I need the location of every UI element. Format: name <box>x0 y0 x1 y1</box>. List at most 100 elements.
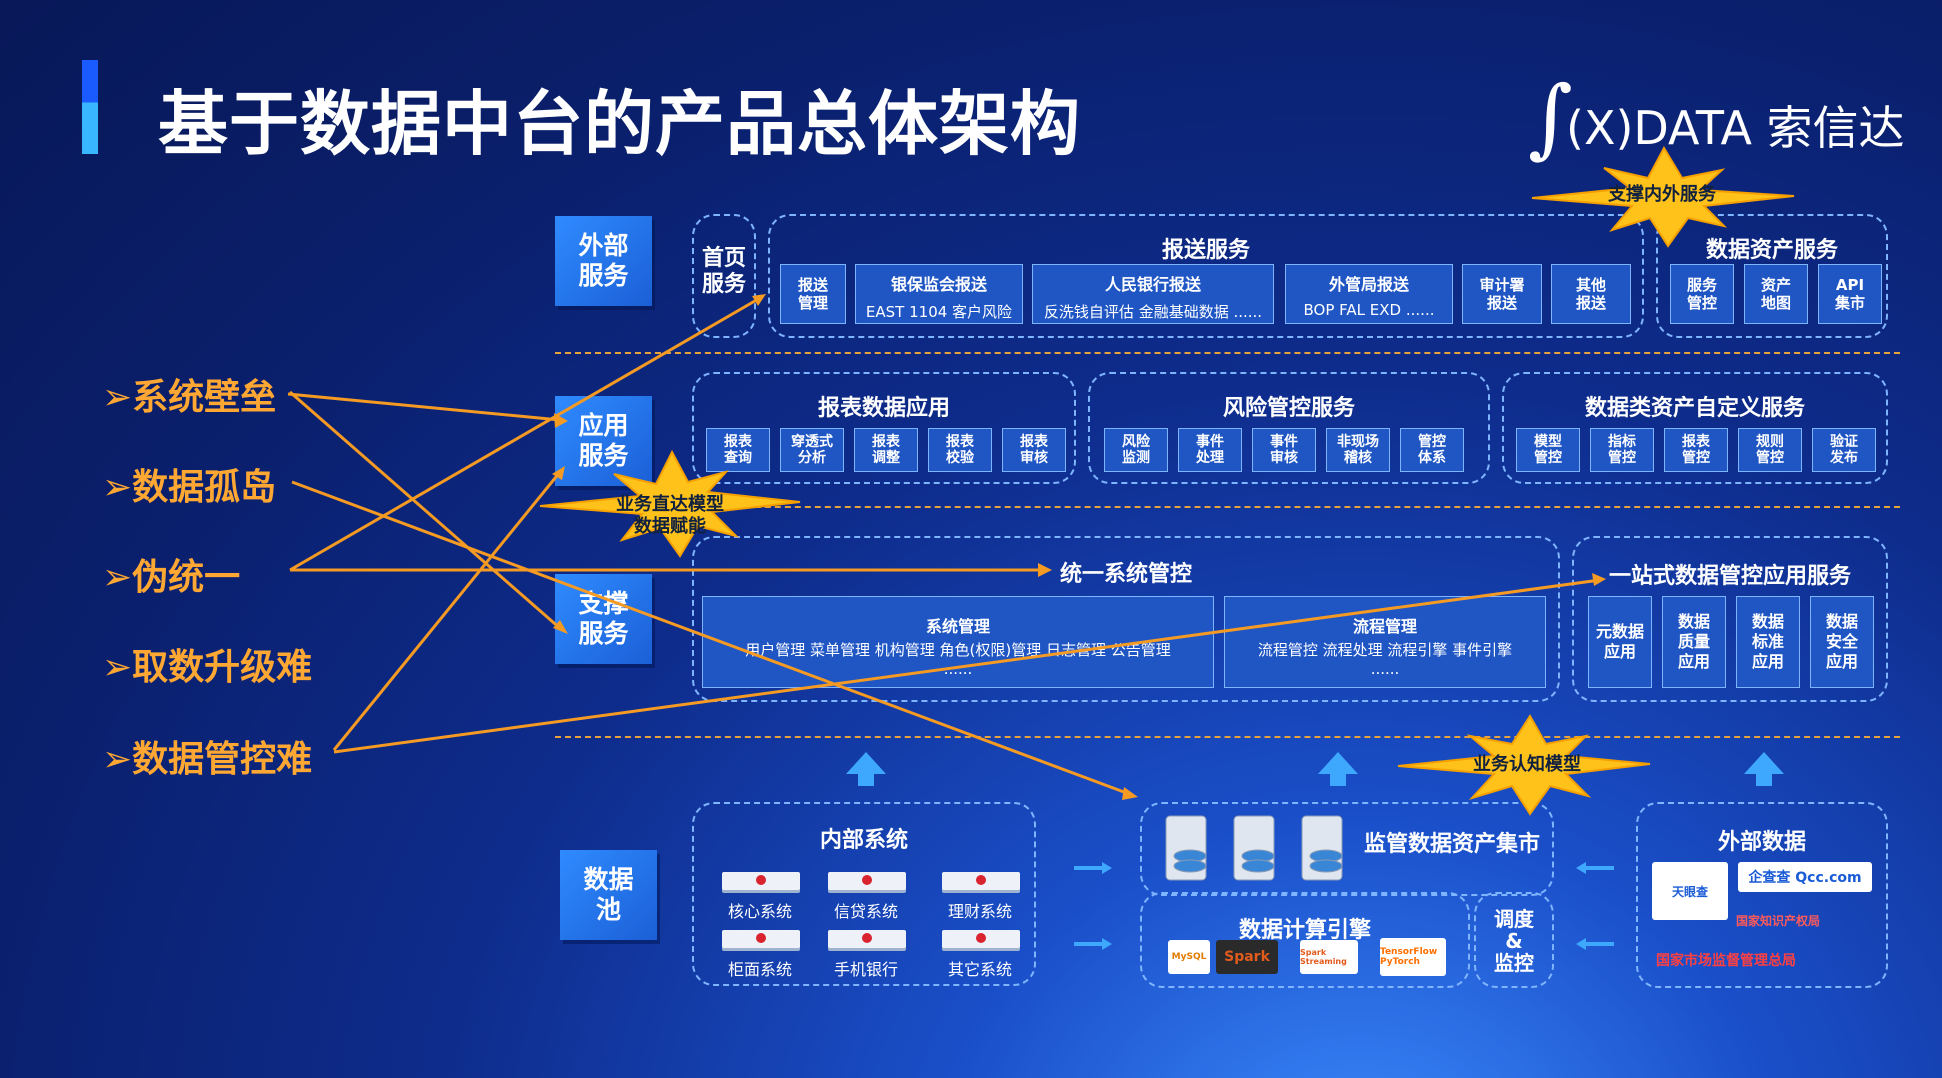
pboc-title: 人民银行报送 <box>1104 275 1201 294</box>
system-icon <box>722 930 800 948</box>
reporting-mgmt-chip: 报送 管理 <box>780 264 846 324</box>
onestop-chip-0: 元数据 应用 <box>1588 596 1652 688</box>
asset-chip-2: API 集市 <box>1818 264 1882 324</box>
cnipa-logo: 国家知识产权局 <box>1736 914 1821 928</box>
mart-box <box>1140 802 1554 896</box>
report-app-chip-3: 报表 校验 <box>928 428 992 472</box>
layer-tag-pool: 数据 池 <box>560 850 657 940</box>
layer-tag-support: 支撑 服务 <box>555 574 652 664</box>
internal-system-label: 柜面系统 <box>727 960 792 979</box>
system-indicator-icon <box>756 933 766 943</box>
problem-hard-governance: ➢数据管控难 <box>102 739 313 780</box>
problem-pseudo-unified: ➢伪统一 <box>102 557 241 598</box>
qichacha-logo: 企查查 Qcc.com <box>1738 862 1872 892</box>
tensorflow-pytorch-icon: TensorFlow PyTorch <box>1380 938 1446 976</box>
separator-1 <box>555 352 1900 354</box>
sys-mgmt-title: 系统管理 <box>925 617 990 636</box>
cbirc-reporting-chip: 银保监会报送 EAST 1104 客户风险 <box>855 264 1023 324</box>
system-icon <box>828 930 906 948</box>
internal-system-label: 手机银行 <box>833 960 898 979</box>
custom-chip-3: 规则 管控 <box>1738 428 1802 472</box>
report-app-chip-0: 报表 查询 <box>706 428 770 472</box>
report-app-chip-2: 报表 调整 <box>854 428 918 472</box>
onestop-chip-3: 数据 安全 应用 <box>1810 596 1874 688</box>
asset-service-title: 数据资产服务 <box>1705 238 1838 263</box>
report-app-chip-4: 报表 审核 <box>1002 428 1066 472</box>
system-indicator-icon <box>976 933 986 943</box>
audit-reporting-chip: 审计署 报送 <box>1462 264 1542 324</box>
other-reporting-chip: 其他 报送 <box>1551 264 1631 324</box>
custom-title: 数据类资产自定义服务 <box>1584 396 1805 421</box>
spark-icon: Spark <box>1216 940 1278 974</box>
safe-title: 外管局报送 <box>1328 275 1409 294</box>
system-icon <box>722 872 800 890</box>
report-app-chip-1: 穿透式 分析 <box>780 428 844 472</box>
sched-label: 调度 & 监控 <box>1494 907 1534 975</box>
system-indicator-icon <box>862 875 872 885</box>
system-indicator-icon <box>756 875 766 885</box>
title-accent-bar <box>82 60 98 154</box>
risk-chip-3: 非现场 稽核 <box>1326 428 1390 472</box>
internal-system-label: 信贷系统 <box>833 902 898 921</box>
system-icon <box>828 872 906 890</box>
onestop-chip-2: 数据 标准 应用 <box>1736 596 1800 688</box>
mart-title: 监管数据资产集市 <box>1364 832 1541 857</box>
system-icon <box>942 930 1020 948</box>
report-app-title: 报表数据应用 <box>817 396 950 421</box>
problem-hard-upgrade: ➢取数升级难 <box>102 647 313 688</box>
home-service-box: 首页 服务 <box>692 214 756 338</box>
risk-title: 风险管控服务 <box>1222 396 1355 421</box>
custom-box: 数据类资产自定义服务 <box>1502 372 1888 484</box>
home-service-label: 首页 服务 <box>701 246 746 297</box>
risk-chip-2: 事件 审核 <box>1252 428 1316 472</box>
risk-chip-0: 风险 监测 <box>1104 428 1168 472</box>
risk-chip-4: 管控 体系 <box>1400 428 1464 472</box>
problem-system-barrier: ➢系统壁垒 <box>102 377 277 418</box>
internal-system-label: 理财系统 <box>947 902 1012 921</box>
page-title: 基于数据中台的产品总体架构 <box>158 83 1081 165</box>
samr-logo: 国家市场监督管理总局 <box>1656 953 1796 969</box>
custom-chip-2: 报表 管控 <box>1664 428 1728 472</box>
spark-streaming-icon: Spark Streaming <box>1300 940 1358 974</box>
system-indicator-icon <box>976 875 986 885</box>
risk-box: 风险管控服务 <box>1088 372 1490 484</box>
separator-2 <box>555 506 1900 508</box>
cbirc-title: 银保监会报送 <box>890 275 987 294</box>
server-icon-group <box>1165 815 1343 881</box>
flow-mgmt-more: ...... <box>1370 660 1400 678</box>
burst-support-services: 支撑内外服务 <box>1608 184 1716 205</box>
internal-title: 内部系统 <box>819 828 908 853</box>
tianyancha-logo: 天眼查 <box>1652 862 1728 920</box>
server-icon <box>1165 815 1343 881</box>
flow-mgmt-title: 流程管理 <box>1352 617 1417 636</box>
safe-reporting-chip: 外管局报送 BOP FAL EXD ...... <box>1285 264 1453 324</box>
pboc-reporting-chip: 人民银行报送 反洗钱自评估 金融基础数据 ...... <box>1032 264 1274 324</box>
logo-text: (X)DATA 索信达 <box>1566 101 1905 155</box>
system-indicator-icon <box>862 933 872 943</box>
layer-tag-app: 应用 服务 <box>555 396 652 486</box>
internal-system-label: 核心系统 <box>727 902 792 921</box>
onestop-title: 一站式数据管控应用服务 <box>1608 564 1851 589</box>
layer-tag-external: 外部 服务 <box>555 216 652 306</box>
onestop-box: 一站式数据管控应用服务 <box>1572 536 1888 702</box>
asset-chip-0: 服务 管控 <box>1670 264 1734 324</box>
compute-title: 数据计算引擎 <box>1238 918 1371 943</box>
onestop-chip-1: 数据 质量 应用 <box>1662 596 1726 688</box>
custom-chip-4: 验证 发布 <box>1812 428 1876 472</box>
problem-data-silo: ➢数据孤岛 <box>102 467 277 508</box>
safe-items: BOP FAL EXD ...... <box>1303 301 1435 319</box>
sys-mgmt-items: 用户管理 菜单管理 机构管理 角色(权限)管理 日志管理 公告管理 <box>745 641 1171 659</box>
reporting-service-box: 报送服务 <box>768 214 1644 338</box>
custom-chip-0: 模型 管控 <box>1516 428 1580 472</box>
unified-title: 统一系统管控 <box>1060 562 1193 587</box>
sched-box: 调度 & 监控 <box>1474 892 1554 988</box>
burst-cognition: 业务认知模型 <box>1473 754 1581 775</box>
reporting-title: 报送服务 <box>1161 238 1250 263</box>
internal-box: 内部系统 <box>692 802 1036 986</box>
flow-mgmt-chip: 流程管理 流程管控 流程处理 流程引擎 事件引擎 ...... <box>1224 596 1546 688</box>
system-icon <box>942 872 1020 890</box>
up-arrow-icons <box>846 752 1784 786</box>
sys-mgmt-chip: 系统管理 用户管理 菜单管理 机构管理 角色(权限)管理 日志管理 公告管理 .… <box>702 596 1214 688</box>
mysql-icon: MySQL <box>1168 940 1210 974</box>
asset-chip-1: 资产 地图 <box>1744 264 1808 324</box>
